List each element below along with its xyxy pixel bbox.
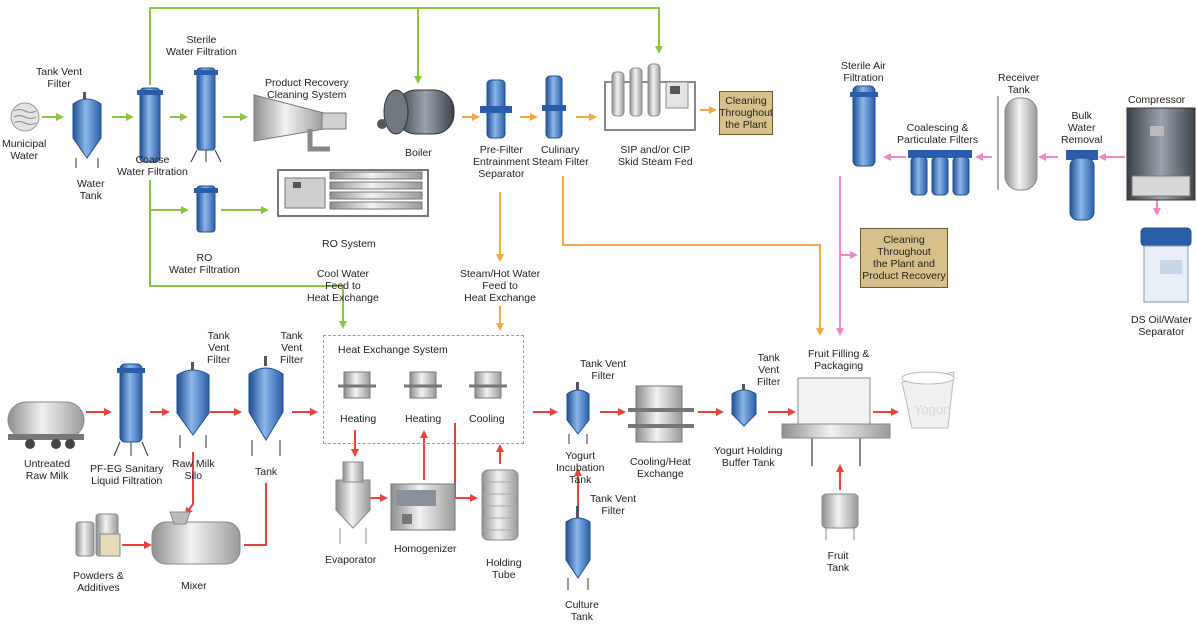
label-product-recovery: Product Recovery Cleaning System bbox=[265, 77, 349, 101]
incubation-tank-icon bbox=[566, 382, 590, 444]
cooling-heat-exchanger-icon bbox=[628, 385, 694, 443]
label-raw-milk-silo: Raw Milk Silo bbox=[172, 458, 215, 482]
boiler-icon bbox=[377, 89, 455, 135]
label-untreated-raw-milk: Untreated Raw Milk bbox=[24, 458, 71, 482]
culinary-filter-icon bbox=[542, 75, 566, 139]
label-tank-vent-filter-silo: Tank Vent Filter bbox=[207, 330, 231, 366]
receiver-tank-icon bbox=[997, 96, 1038, 191]
heat-exchanger-2-icon bbox=[404, 371, 442, 399]
powders-icon bbox=[75, 513, 121, 557]
label-sterile-water-filtration: Sterile Water Filtration bbox=[166, 34, 237, 58]
heat-exchanger-3-icon bbox=[469, 371, 507, 399]
air-lines bbox=[836, 153, 1161, 336]
note-cleaning-plant: Cleaning Throughout the Plant bbox=[719, 91, 773, 135]
evaporator-icon bbox=[335, 461, 371, 544]
filling-machine-icon bbox=[781, 377, 891, 466]
coarse-filter-icon bbox=[137, 87, 163, 163]
heat-exchanger-1-icon bbox=[338, 371, 376, 399]
label-cool-water-feed: Cool Water Feed to Heat Exchange bbox=[307, 268, 379, 304]
label-powders: Powders & Additives bbox=[73, 570, 124, 594]
pre-filter-icon bbox=[480, 79, 512, 139]
holding-buffer-tank-icon bbox=[731, 384, 757, 427]
label-pre-filter: Pre-Filter Entrainment Separator bbox=[473, 144, 530, 180]
label-tank-vent-filter-1: Tank Vent Filter bbox=[36, 66, 83, 90]
label-tank-vent-filter-holding: Tank Vent Filter bbox=[757, 352, 781, 388]
label-ds-oil-water: DS Oil/Water Separator bbox=[1131, 314, 1192, 338]
label-receiver-tank: Receiver Tank bbox=[998, 72, 1040, 96]
bulk-water-removal-icon bbox=[1066, 150, 1098, 221]
oil-water-separator-icon bbox=[1140, 227, 1192, 303]
label-tank-vent-filter-culture: Tank Vent Filter bbox=[590, 493, 637, 517]
heat-exchange-system-box bbox=[323, 335, 524, 444]
label-mixer: Mixer bbox=[181, 580, 207, 592]
label-ro-water-filtration: RO Water Filtration bbox=[169, 252, 240, 276]
label-heating-2: Heating bbox=[405, 413, 442, 425]
compressor-icon bbox=[1126, 107, 1196, 201]
label-pf-eg: PF-EG Sanitary Liquid Filtration bbox=[90, 463, 164, 487]
label-heat-exchange-system: Heat Exchange System bbox=[338, 344, 448, 356]
label-steam-hot-water: Steam/Hot Water Feed to Heat Exchange bbox=[460, 268, 541, 304]
label-holding-tube: Holding Tube bbox=[486, 557, 522, 581]
label-tank-vent-filter-tank: Tank Vent Filter bbox=[280, 330, 304, 366]
label-compressor: Compressor bbox=[1128, 94, 1186, 106]
raw-milk-silo-icon bbox=[176, 362, 210, 448]
yogurt-cup-icon: Yogurt bbox=[901, 371, 955, 429]
label-cooling: Cooling bbox=[469, 413, 505, 425]
ro-filter-icon bbox=[194, 185, 218, 233]
tank-icon bbox=[248, 356, 284, 456]
coalescing-filters-icon bbox=[908, 150, 972, 196]
label-ro-system: RO System bbox=[322, 238, 376, 250]
ro-system-icon bbox=[277, 169, 429, 217]
steam-lines bbox=[462, 106, 824, 336]
label-tank: Tank bbox=[255, 466, 278, 478]
label-sterile-air-filtration: Sterile Air Filtration bbox=[841, 60, 886, 84]
culture-tank-icon bbox=[565, 506, 591, 590]
label-coarse-water-filtration: Coarse Water Filtration bbox=[117, 154, 188, 178]
label-municipal-water: Municipal Water bbox=[2, 138, 47, 162]
sterile-air-filter-icon bbox=[850, 85, 878, 167]
homogenizer-icon bbox=[390, 483, 456, 531]
label-homogenizer: Homogenizer bbox=[394, 543, 457, 555]
pf-eg-filter-icon bbox=[113, 363, 149, 457]
holding-tube-icon bbox=[481, 469, 519, 541]
water-lines bbox=[42, 7, 663, 329]
fruit-tank-icon bbox=[821, 493, 859, 540]
product-recovery-icon bbox=[253, 94, 347, 152]
municipal-water-icon bbox=[10, 102, 40, 132]
label-cooling-heat-exchange: Cooling/Heat Exchange bbox=[630, 456, 691, 480]
label-culinary-steam-filter: Culinary Steam Filter bbox=[532, 144, 589, 168]
label-fruit-filling: Fruit Filling & Packaging bbox=[808, 348, 870, 372]
label-yogurt-holding: Yogurt Holding Buffer Tank bbox=[714, 445, 783, 469]
label-coalescing: Coalescing & Particulate Filters bbox=[897, 122, 979, 146]
water-tank-icon bbox=[72, 92, 102, 168]
label-bulk-water-removal: Bulk Water Removal bbox=[1061, 110, 1103, 146]
mixer-icon bbox=[151, 511, 241, 565]
sip-cip-skid-icon bbox=[604, 63, 696, 131]
note-cleaning-plant-product-recovery: Cleaning Throughout the Plant and Produc… bbox=[860, 228, 948, 288]
label-yogurt-incubation: Yogurt Incubation Tank bbox=[556, 450, 605, 486]
label-heating-1: Heating bbox=[340, 413, 377, 425]
label-culture-tank: Culture Tank bbox=[565, 599, 599, 623]
label-sip-cip: SIP and/or CIP Skid Steam Fed bbox=[618, 144, 693, 168]
label-evaporator: Evaporator bbox=[325, 554, 377, 566]
label-water-tank: Water Tank bbox=[77, 178, 105, 202]
sterile-filter-icon bbox=[190, 67, 222, 163]
label-boiler: Boiler bbox=[405, 147, 432, 159]
tanker-truck-icon bbox=[7, 401, 85, 449]
label-tank-vent-filter-incubation: Tank Vent Filter bbox=[580, 358, 627, 382]
label-fruit-tank: Fruit Tank bbox=[827, 550, 850, 574]
yogurt-cup-text: Yogurt bbox=[914, 402, 951, 417]
